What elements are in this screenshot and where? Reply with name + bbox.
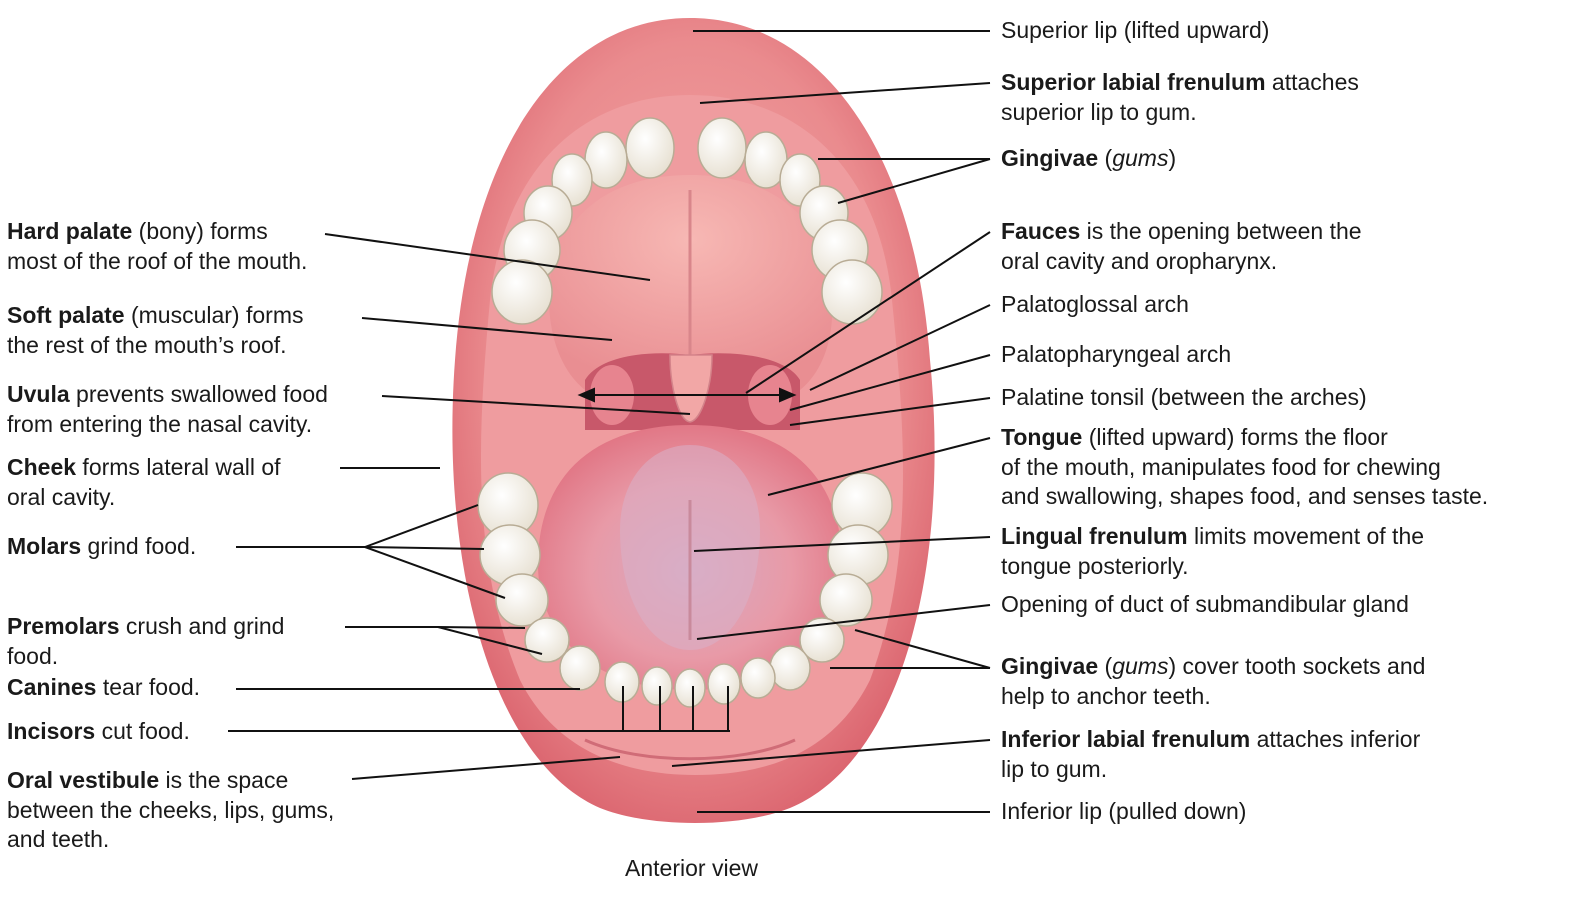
upper-teeth	[491, 117, 883, 325]
label-uvula: Uvula prevents swallowed food from enter…	[7, 381, 328, 437]
figure-caption: Anterior view	[625, 855, 758, 881]
label-cheek: Cheek forms lateral wall of oral cavity.	[7, 454, 281, 510]
label-submandibular-duct: Opening of duct of submandibular gland	[1001, 591, 1409, 617]
label-inferior-lip: Inferior lip (pulled down)	[1001, 798, 1247, 824]
label-incisors: Incisors cut food.	[7, 718, 190, 744]
label-premolars: Premolars crush and grind food.	[7, 613, 285, 669]
label-gingivae-top: Gingivae (gums)	[1001, 145, 1177, 171]
label-gingivae-bottom: Gingivae (gums) cover tooth sockets and …	[1001, 653, 1426, 709]
fauces-arrow	[577, 387, 797, 403]
label-fauces: Fauces is the opening between the oral c…	[1001, 218, 1362, 274]
uvula	[669, 354, 713, 423]
label-molars: Molars grind food.	[7, 533, 197, 559]
label-tongue: Tongue (lifted upward) forms the floor o…	[1001, 424, 1489, 509]
label-canines: Canines tear food.	[7, 674, 201, 700]
label-soft-palate: Soft palate (muscular) forms the rest of…	[7, 302, 304, 358]
label-inferior-labial-frenulum: Inferior labial frenulum attaches inferi…	[1001, 726, 1421, 782]
label-superior-lip: Superior lip (lifted upward)	[1001, 17, 1270, 43]
label-lingual-frenulum: Lingual frenulum limits movement of the …	[1001, 523, 1425, 579]
label-palatine-tonsil: Palatine tonsil (between the arches)	[1001, 384, 1367, 410]
label-hard-palate: Hard palate (bony) forms most of the roo…	[7, 218, 308, 274]
label-palatoglossal-arch: Palatoglossal arch	[1001, 291, 1189, 317]
leader-lines	[228, 30, 991, 813]
lower-teeth	[477, 472, 893, 708]
label-superior-labial-frenulum: Superior labial frenulum attaches superi…	[1001, 69, 1359, 125]
label-oral-vestibule: Oral vestibule is the space between the …	[7, 767, 335, 852]
label-palatopharyngeal-arch: Palatopharyngeal arch	[1001, 341, 1232, 367]
